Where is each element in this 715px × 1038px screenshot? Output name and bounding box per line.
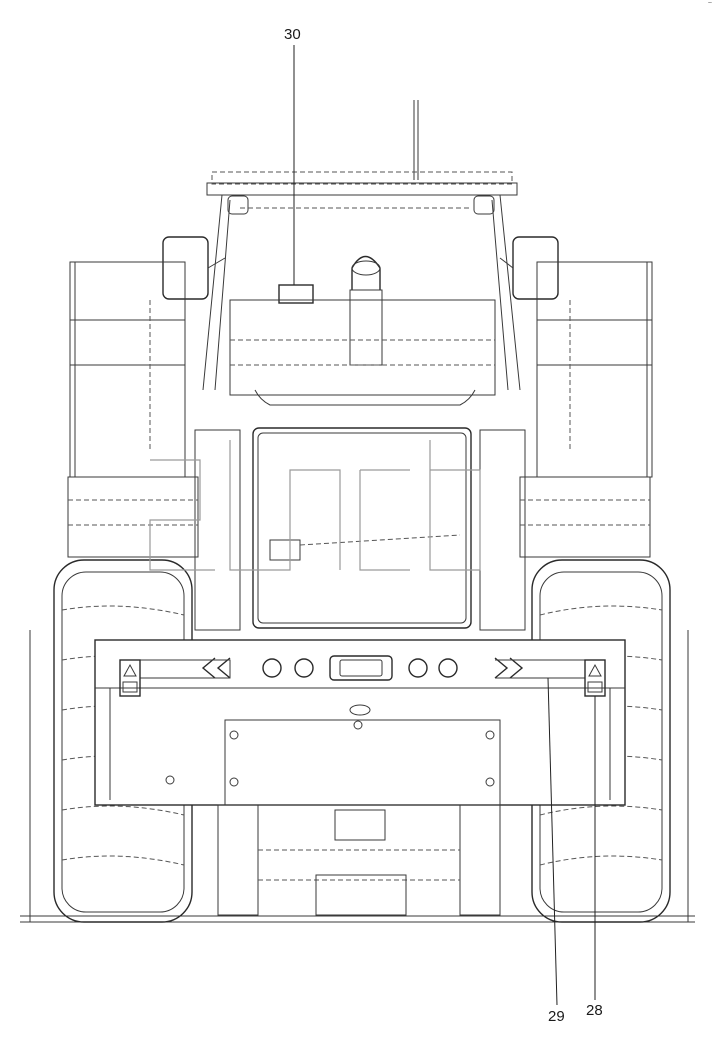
lower-plate [165, 704, 501, 806]
corner-mark: ~ [707, 0, 712, 7]
leader-lines [293, 45, 596, 1006]
engine-hood [229, 299, 496, 406]
watermark [149, 440, 481, 571]
antenna [413, 100, 419, 180]
rear-bumper [94, 639, 626, 806]
exhaust-stack [349, 255, 383, 366]
undercarriage [217, 804, 501, 916]
side-body [67, 429, 651, 631]
callout-28: 28 [586, 1002, 603, 1019]
warning-decal-left [119, 659, 141, 697]
callout-30: 30 [284, 26, 301, 43]
railing-left [69, 261, 186, 478]
decal-30 [278, 284, 314, 304]
callout-29: 29 [548, 1008, 565, 1025]
mirrors [162, 236, 559, 300]
radiator-grille [252, 427, 472, 629]
cab [202, 171, 521, 391]
rear-lights [262, 655, 458, 681]
railing-right [536, 261, 653, 478]
